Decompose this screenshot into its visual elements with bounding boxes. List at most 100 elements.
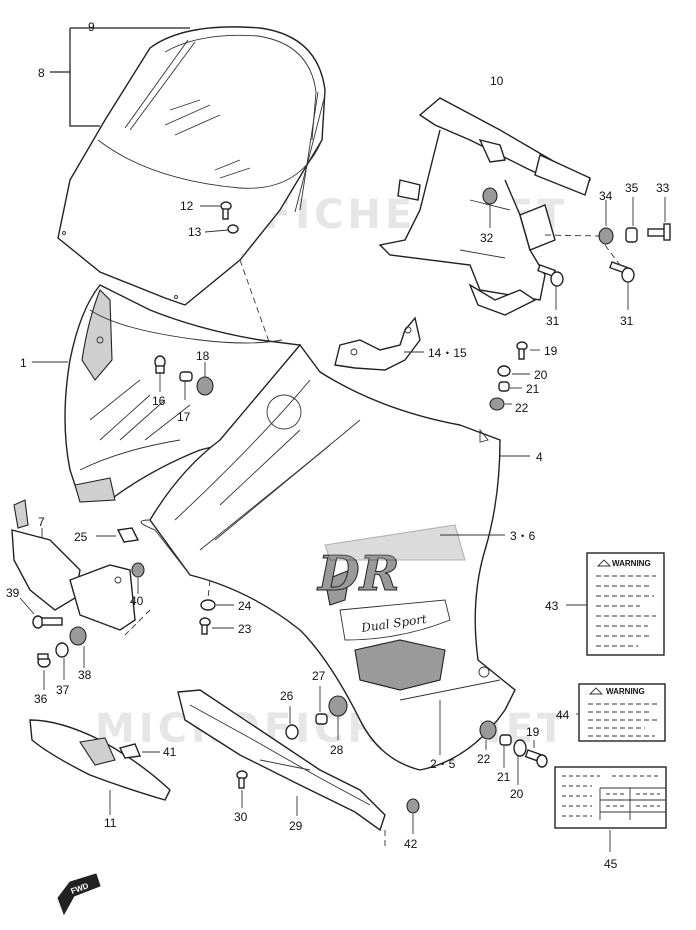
cowling-upper-1 [64,284,302,503]
part-number-p22b: 22 [477,752,491,766]
screw-30 [236,770,248,789]
part-number-p14-15: 14・15 [428,346,467,360]
fwd-arrow-icon: FWD [57,873,101,916]
part-number-p41: 41 [163,745,177,759]
part-number-p19b: 19 [526,725,540,739]
washer-24 [200,599,216,611]
grommet-32 [482,187,498,205]
part-number-p35: 35 [625,181,639,195]
part-number-p1: 1 [20,356,27,370]
part-number-p31a: 31 [546,314,560,328]
washer-20-top [497,365,511,377]
part-number-p24: 24 [238,599,252,613]
collar-35 [625,227,638,243]
part-number-p31b: 31 [620,314,634,328]
nut-40 [131,562,145,578]
part-number-p28: 28 [330,743,344,757]
frame-bracket-10 [378,97,592,316]
part-number-p30: 30 [234,810,248,824]
screw-19-bottom [524,749,548,768]
bracket-8-9 [69,28,100,127]
part-number-p44: 44 [556,708,570,722]
part-number-p19a: 19 [544,344,558,358]
part-number-p7: 7 [38,515,45,529]
part-number-p18: 18 [196,349,210,363]
grommet-22-bottom [479,720,497,740]
part-number-p9: 9 [88,20,95,34]
part-number-p40: 40 [130,594,144,608]
part-number-p13: 13 [188,225,202,239]
bolt-31-left [537,264,564,287]
collar-17 [179,371,193,382]
part-number-p33: 33 [656,181,670,195]
bracket-14-15 [334,316,421,371]
cowling-main-4 [140,343,516,771]
collar-21-bottom [499,734,512,746]
part-number-p20a: 20 [534,368,548,382]
dashed-34 [544,234,601,237]
dashed-screen-mount [239,259,273,351]
part-number-p11: 11 [104,816,117,830]
part-number-p45: 45 [604,857,618,871]
part-number-p3-6: 3・6 [510,529,536,543]
part-number-p36: 36 [34,692,48,706]
warning-label-44: WARNING [578,683,666,742]
dashed-24 [207,579,211,599]
part-number-p21a: 21 [526,382,540,396]
dashed-31 [604,244,621,266]
part-number-p22a: 22 [515,401,529,415]
dashed-40 [124,609,151,636]
collar-21-top [498,381,510,392]
part-number-p27: 27 [312,669,326,683]
screw-26 [285,724,299,740]
part-number-p10: 10 [490,74,504,88]
part-number-p8: 8 [38,66,45,80]
leader-39 [19,597,35,615]
screw-16 [154,355,166,374]
plug-37 [55,642,69,658]
bolt-33 [647,223,671,241]
screw-36 [37,653,51,668]
part-number-p32: 32 [480,231,494,245]
part-number-p16: 16 [152,394,166,408]
screw-39 [32,615,63,629]
windscreen [57,26,326,306]
part-number-p23: 23 [238,622,252,636]
nut-42 [406,798,420,814]
part-number-p2-5: 2・5 [430,757,456,771]
svg-text:WARNING: WARNING [612,559,651,568]
part-number-p29: 29 [289,819,303,833]
warning-label-43: WARNING [586,552,665,656]
nut-13 [227,224,239,234]
part-number-p39: 39 [6,586,20,600]
grommet-28 [328,695,348,717]
part-number-p38: 38 [78,668,92,682]
grommet-18 [196,376,214,396]
washer-20-bottom [513,739,527,757]
decal-dr: DR [316,524,466,603]
part-number-p43: 43 [545,599,559,613]
part-number-p21b: 21 [497,770,511,784]
info-label-45 [554,766,667,829]
screw-19-top [516,341,528,360]
part-number-p20b: 20 [510,787,524,801]
part-number-p37: 37 [56,683,70,697]
part-number-p34: 34 [599,189,613,203]
grommet-34 [598,227,614,245]
part-number-p25: 25 [74,530,88,544]
bolt-31-right [609,261,635,283]
collar-27 [315,713,328,725]
part-number-p4: 4 [536,450,543,464]
screw-12 [220,201,232,220]
under-bracket-29 [177,689,386,832]
part-number-p17: 17 [177,410,191,424]
leader-13 [204,229,229,233]
grommet-22-top [489,397,505,411]
screw-23 [199,617,211,635]
part-number-p26: 26 [280,689,294,703]
grommet-38 [69,626,87,646]
part-number-p12: 12 [180,199,194,213]
clip-41 [118,743,141,759]
